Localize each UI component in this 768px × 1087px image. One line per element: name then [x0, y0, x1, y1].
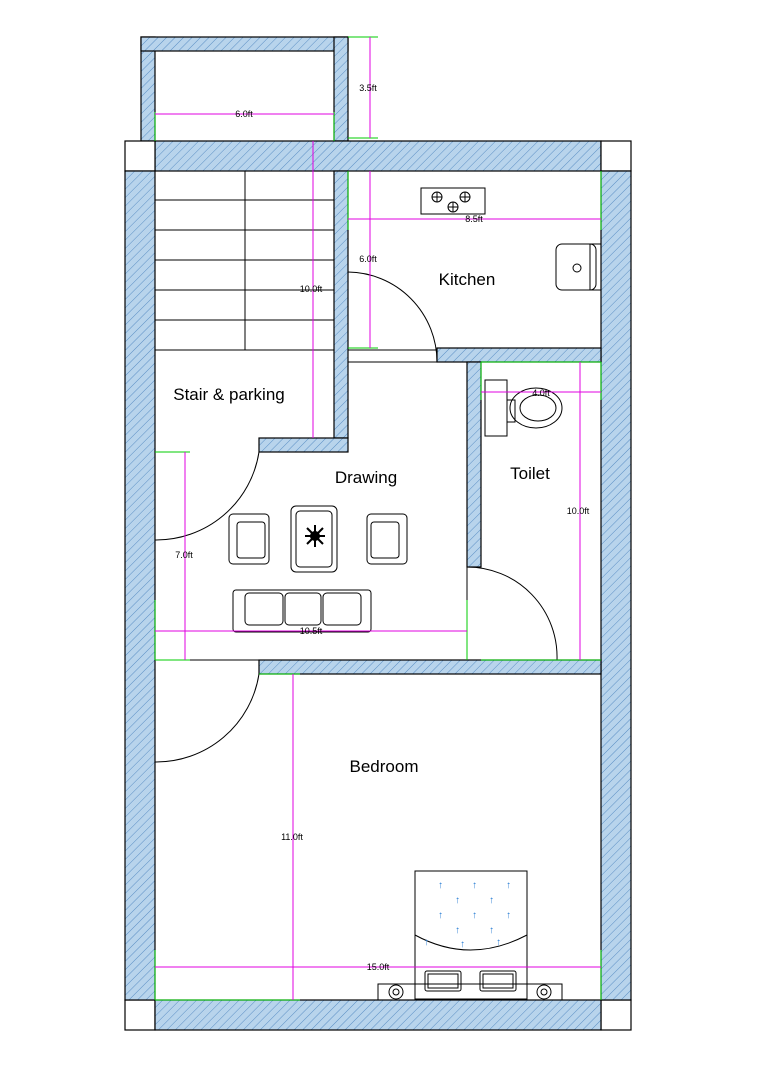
kitchen-depth-label: 6.0ft — [359, 254, 377, 264]
stove — [420, 187, 486, 215]
toilet-length-label: 10.0ft — [567, 506, 590, 516]
toilet-fixture — [484, 379, 563, 437]
drawing-door-swing — [154, 451, 260, 541]
dimension-labels: 6.0ft 3.5ft 8.5ft 6.0ft 10.0ft 4.0ft 10.… — [175, 83, 590, 972]
svg-text:↑: ↑ — [438, 910, 443, 921]
armchair-left — [228, 513, 270, 565]
toilet-left-wall — [466, 361, 482, 568]
bedroom-width-label: 15.0ft — [367, 962, 390, 972]
corner-column — [600, 140, 632, 172]
drawing-depth-label: 7.0ft — [175, 550, 193, 560]
doors — [154, 271, 558, 763]
svg-text:↑: ↑ — [438, 880, 443, 891]
corner-column — [124, 999, 156, 1031]
right-wall — [600, 170, 632, 1001]
svg-text:↑: ↑ — [506, 910, 511, 921]
room-labels: Stair & parking Kitchen Drawing Toilet B… — [173, 270, 550, 776]
bed: ↑↑↑ ↑↑ ↑↑↑ ↑↑ ↑↑↑ — [377, 870, 563, 1001]
left-wall — [124, 170, 156, 1001]
drawing-width-label: 10.5ft — [300, 626, 323, 636]
toilet-label: Toilet — [510, 464, 550, 483]
svg-text:↑: ↑ — [472, 910, 477, 921]
drawing-label: Drawing — [335, 468, 397, 487]
stair-right-wall — [333, 170, 349, 439]
svg-text:↑: ↑ — [472, 880, 477, 891]
armchair-right — [366, 513, 408, 565]
kitchen-door-swing — [347, 271, 438, 363]
svg-text:↑: ↑ — [424, 937, 429, 948]
svg-text:↑: ↑ — [489, 925, 494, 936]
reference-lines — [154, 36, 602, 1001]
stair-length-label: 10.0ft — [300, 284, 323, 294]
bedroom-door-swing — [154, 673, 260, 763]
bedroom-label: Bedroom — [350, 757, 419, 776]
balcony-wall-right — [333, 36, 349, 142]
svg-text:↑: ↑ — [455, 925, 460, 936]
balcony-width-label: 6.0ft — [235, 109, 253, 119]
walls — [124, 36, 632, 1031]
corner-column — [124, 140, 156, 172]
dimension-lines — [155, 37, 601, 1000]
svg-text:↑: ↑ — [496, 937, 501, 948]
kitchen-label: Kitchen — [439, 270, 496, 289]
svg-text:↑: ↑ — [460, 939, 465, 950]
balcony-depth-label: 3.5ft — [359, 83, 377, 93]
kitchen-bottom-wall — [436, 347, 602, 363]
corner-column — [600, 999, 632, 1031]
stair-parking-label: Stair & parking — [173, 385, 285, 404]
kitchen-sink — [555, 243, 602, 291]
top-wall — [154, 140, 602, 172]
drawing-furniture — [228, 505, 408, 633]
coffee-table — [290, 505, 338, 573]
svg-text:↑: ↑ — [489, 895, 494, 906]
stair-bottom-wall — [258, 437, 349, 453]
balcony-wall-left — [140, 36, 156, 142]
staircase — [154, 170, 335, 351]
toilet-width-label: 4.0ft — [532, 388, 550, 398]
svg-text:↑: ↑ — [506, 880, 511, 891]
drawing-bottom-wall — [258, 659, 602, 675]
bedroom-depth-label: 11.0ft — [281, 832, 303, 842]
toilet-door-swing — [466, 566, 558, 661]
balcony-wall-top — [140, 36, 349, 52]
kitchen-width-label: 8.5ft — [465, 214, 483, 224]
bottom-wall — [154, 999, 602, 1031]
svg-text:↑: ↑ — [455, 895, 460, 906]
sofa — [232, 589, 372, 633]
bed-pattern: ↑↑↑ ↑↑ ↑↑↑ ↑↑ ↑↑↑ — [424, 880, 511, 950]
